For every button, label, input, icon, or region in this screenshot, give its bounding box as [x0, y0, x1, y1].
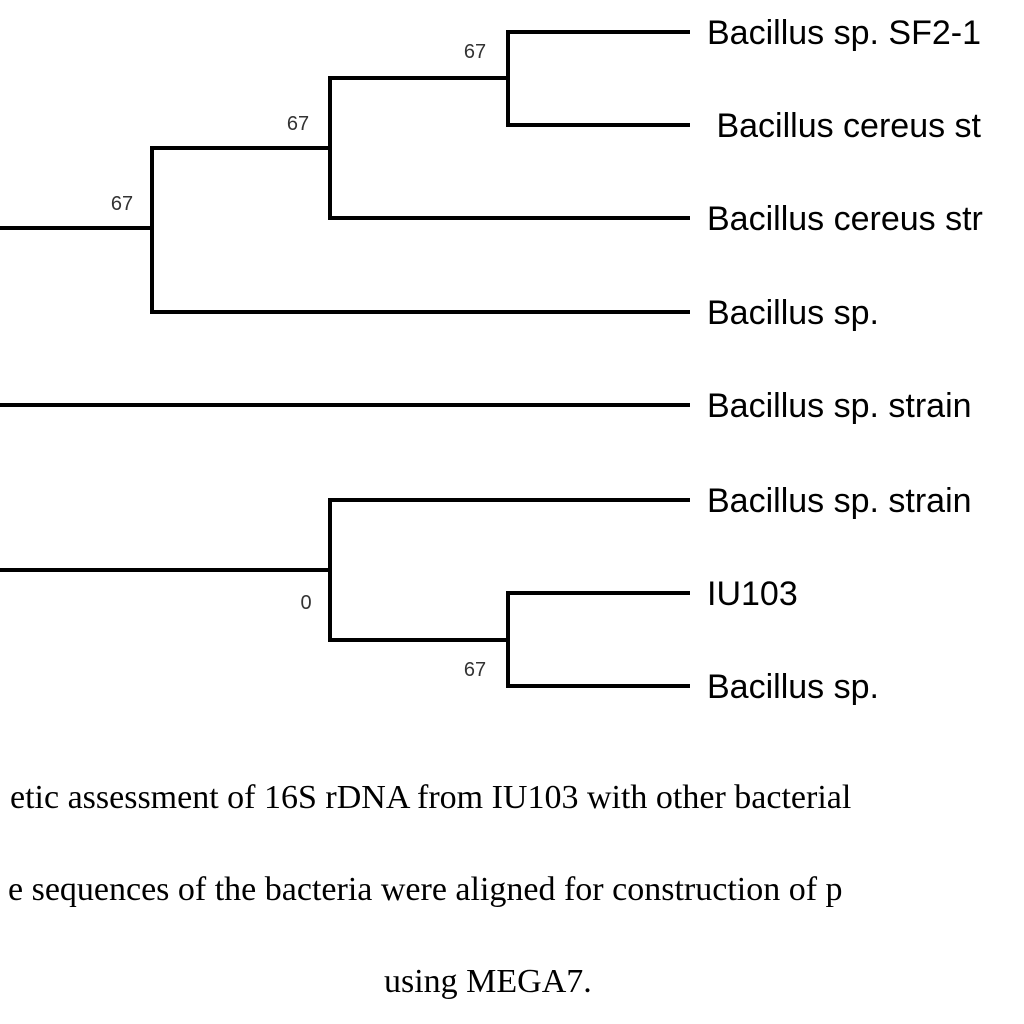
- taxon-label-5: Bacillus sp. strain: [707, 387, 972, 425]
- caption-line-2: e sequences of the bacteria were aligned…: [8, 871, 843, 908]
- taxon-label-2: Bacillus cereus st: [707, 107, 982, 145]
- bootstrap-node-c: 67: [111, 193, 133, 215]
- bootstrap-labels: 67 67 67 0 67: [111, 41, 486, 681]
- taxon-label-4: Bacillus sp.: [707, 294, 879, 332]
- taxon-label-1: Bacillus sp. SF2-1: [707, 14, 981, 52]
- bootstrap-node-b: 67: [287, 113, 309, 135]
- bootstrap-node-e: 67: [464, 659, 486, 681]
- bootstrap-node-a: 67: [464, 41, 486, 63]
- taxon-label-8: Bacillus sp.: [707, 668, 879, 706]
- caption-line-1: etic assessment of 16S rDNA from IU103 w…: [10, 779, 852, 816]
- phylogenetic-tree: 67 67 67 0 67 Bacillus sp. SF2-1 Bacillu…: [0, 14, 983, 706]
- tree-branches: [0, 30, 690, 688]
- taxon-label-7: IU103: [707, 575, 798, 613]
- bootstrap-node-d: 0: [300, 592, 311, 614]
- taxon-label-6: Bacillus sp. strain: [707, 482, 972, 520]
- caption-line-3: using MEGA7.: [384, 963, 592, 1000]
- taxon-label-3: Bacillus cereus str: [707, 200, 983, 238]
- taxon-labels: Bacillus sp. SF2-1 Bacillus cereus st Ba…: [707, 14, 983, 706]
